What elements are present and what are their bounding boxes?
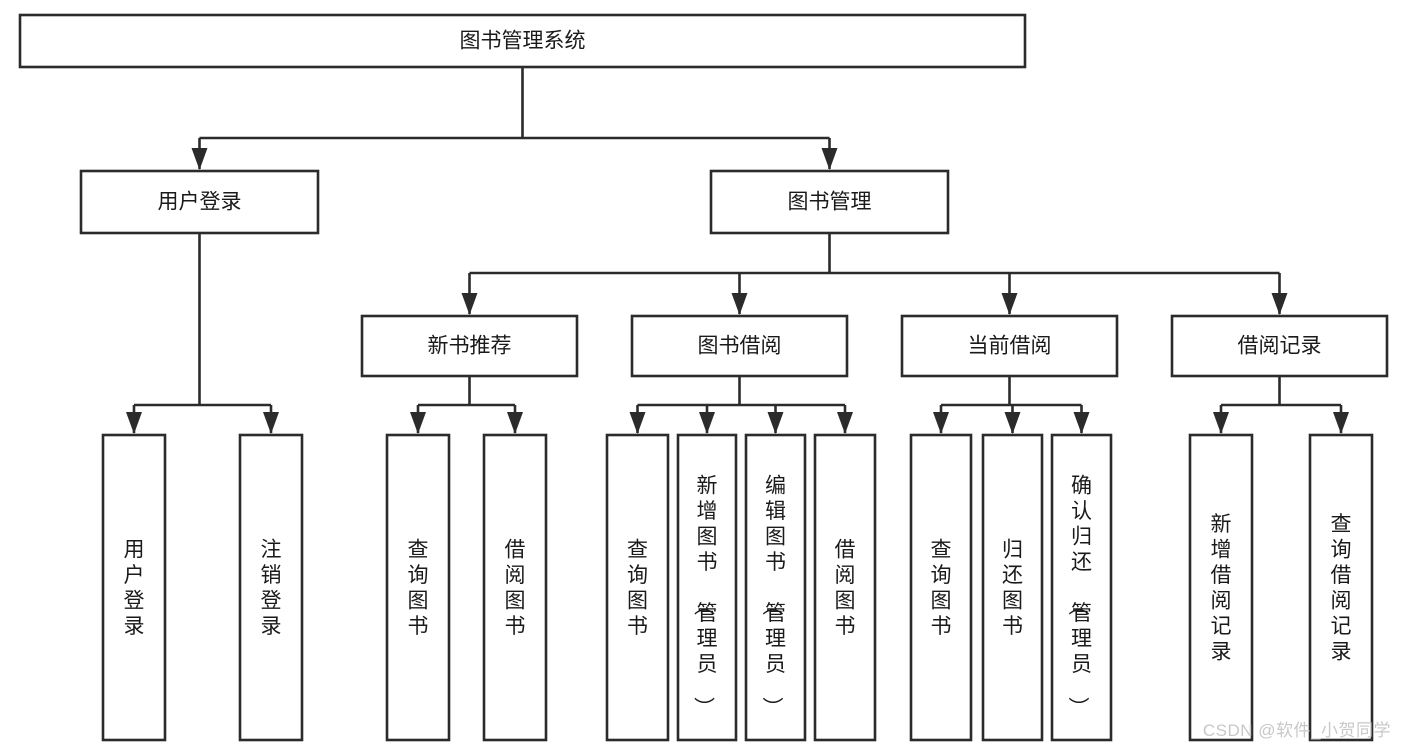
node-label: 图书管理 <box>788 191 872 214</box>
node-label: 借阅图书 <box>505 538 526 638</box>
node-label: 新书推荐 <box>428 335 512 358</box>
node-label: 查询借阅记录 <box>1331 513 1352 664</box>
node-leaf-11[interactable]: 新增借阅记录 <box>1188 433 1254 742</box>
node-label: 借阅记录 <box>1238 335 1322 358</box>
node-label: 新增图书（管理员） <box>692 475 718 718</box>
node-root-0[interactable]: 图书管理系统 <box>18 13 1027 69</box>
node-leaf-2[interactable]: 查询图书 <box>385 433 451 742</box>
node-leaf-12[interactable]: 查询借阅记录 <box>1308 433 1374 742</box>
node-l2-1[interactable]: 图书管理 <box>709 169 950 235</box>
node-box <box>18 13 1027 69</box>
node-leaf-7[interactable]: 借阅图书 <box>813 433 877 742</box>
node-label: 查询图书 <box>408 538 429 638</box>
node-box <box>709 169 950 235</box>
node-box <box>385 433 451 742</box>
node-label: 用户登录 <box>158 191 242 214</box>
node-label: 编辑图书（管理员） <box>760 475 786 718</box>
node-leaf-0[interactable]: 用户登录 <box>101 433 167 742</box>
node-leaf-10[interactable]: 确认归还（管理员） <box>1050 433 1113 742</box>
node-leaf-3[interactable]: 借阅图书 <box>482 433 548 742</box>
node-label: 图书管理系统 <box>460 30 586 53</box>
node-leaf-8[interactable]: 查询图书 <box>909 433 973 742</box>
node-label: 归还图书 <box>1002 538 1023 638</box>
node-box <box>630 314 849 378</box>
node-l3-1[interactable]: 图书借阅 <box>630 314 849 378</box>
node-label: 查询图书 <box>627 538 648 638</box>
node-box <box>1188 433 1254 742</box>
node-box <box>101 433 167 742</box>
node-l3-0[interactable]: 新书推荐 <box>360 314 579 378</box>
node-l2-0[interactable]: 用户登录 <box>79 169 320 235</box>
node-box <box>909 433 973 742</box>
node-box <box>900 314 1119 378</box>
node-box <box>360 314 579 378</box>
node-label: 当前借阅 <box>968 335 1052 358</box>
node-box <box>79 169 320 235</box>
node-label: 注销登录 <box>261 538 282 638</box>
node-leaf-6[interactable]: 编辑图书（管理员） <box>744 433 807 742</box>
node-label: 确认归还（管理员） <box>1066 475 1092 718</box>
node-box <box>744 433 807 742</box>
node-label: 查询图书 <box>931 538 952 638</box>
node-box <box>1308 433 1374 742</box>
node-label: 图书借阅 <box>698 335 782 358</box>
node-leaf-1[interactable]: 注销登录 <box>238 433 304 742</box>
node-box <box>1050 433 1113 742</box>
node-leaf-9[interactable]: 归还图书 <box>981 433 1044 742</box>
node-box <box>238 433 304 742</box>
node-leaf-4[interactable]: 查询图书 <box>605 433 670 742</box>
watermark-text: CSDN @软件_小贺同学 <box>1202 721 1391 740</box>
node-box <box>605 433 670 742</box>
node-box <box>676 433 738 742</box>
node-l3-2[interactable]: 当前借阅 <box>900 314 1119 378</box>
node-label: 用户登录 <box>124 538 145 638</box>
node-box <box>1170 314 1389 378</box>
node-box <box>981 433 1044 742</box>
node-box <box>482 433 548 742</box>
node-leaf-5[interactable]: 新增图书（管理员） <box>676 433 738 742</box>
node-label: 借阅图书 <box>835 538 856 638</box>
node-box <box>813 433 877 742</box>
node-label: 新增借阅记录 <box>1211 513 1232 664</box>
node-l3-3[interactable]: 借阅记录 <box>1170 314 1389 378</box>
